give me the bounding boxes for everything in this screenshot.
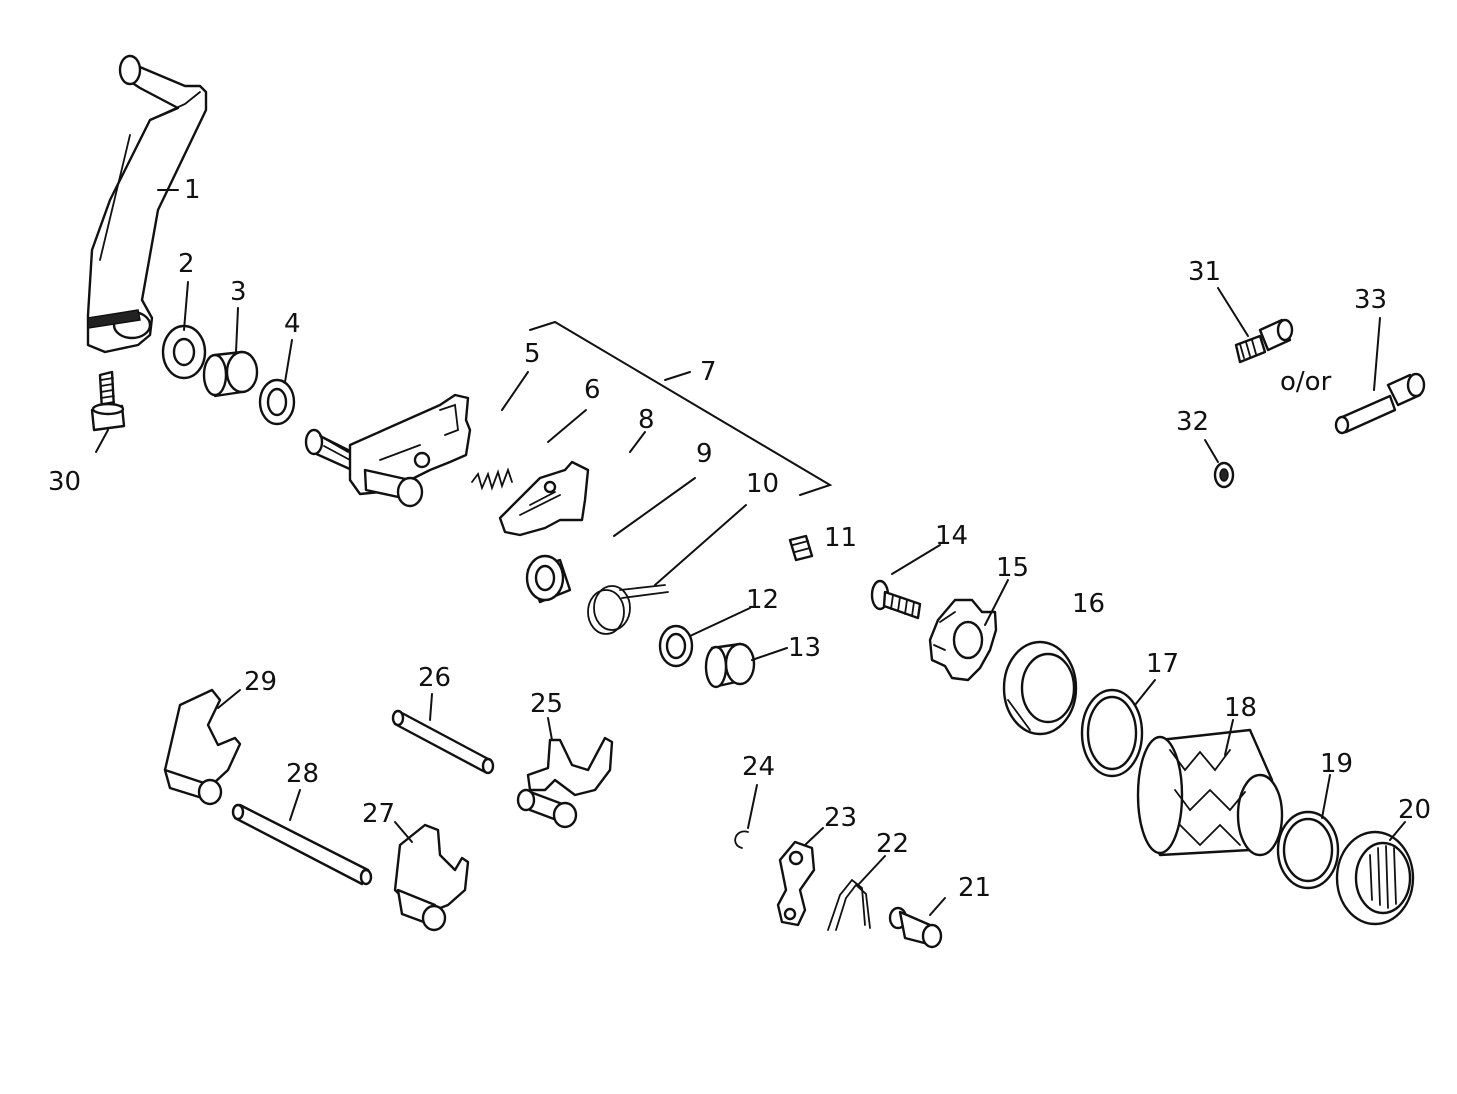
callout-9: 9 [696,439,713,469]
bolt-30 [90,370,126,432]
callout-14: 14 [935,521,968,551]
bushing-13 [704,642,756,689]
callout-28: 28 [286,759,319,789]
bushing-3 [202,350,259,398]
callout-7: 7 [700,357,717,387]
callout-5: 5 [524,339,541,369]
callout-26: 26 [418,663,451,693]
callout-17: 17 [1146,649,1179,679]
rod-26 [391,709,495,775]
torsion-spring-10 [587,584,669,635]
shift-drum-18 [1136,728,1284,857]
callout-21: 21 [958,873,991,903]
ring-17 [1080,688,1144,778]
leader-lines [95,189,1406,916]
callout-18: 18 [1224,693,1257,723]
shift-fork-27 [393,823,470,932]
callout-8: 8 [638,405,655,435]
bolt-31 [1234,318,1294,364]
callout-13: 13 [788,633,821,663]
callout-31: 31 [1188,257,1221,287]
spring-22 [827,878,871,931]
callout-4: 4 [284,309,301,339]
callout-10: 10 [746,469,779,499]
shift-fork-25 [516,736,614,829]
screw-14 [870,579,922,620]
washer-12 [658,624,694,668]
callout-2: 2 [178,249,195,279]
shift-shaft-5 [304,393,472,508]
star-wheel-15 [928,598,998,682]
callout-6: 6 [584,375,601,405]
callout-33: 33 [1354,285,1387,315]
needle-bearing-20 [1335,830,1415,926]
ratchet-plate-6 [498,460,590,537]
or-note: o/or [1280,367,1332,397]
bushing-small [525,554,572,604]
callout-32: 32 [1176,407,1209,437]
callout-30: 30 [48,467,81,497]
callout-15: 15 [996,553,1029,583]
callout-27: 27 [362,799,395,829]
callout-11: 11 [824,523,857,553]
callout-1: 1 [184,175,201,205]
shift-lever [86,54,208,354]
rod-28 [231,803,373,886]
callout-19: 19 [1320,749,1353,779]
callout-25: 25 [530,689,563,719]
callout-labels: 1 2 3 4 5 6 7 8 9 10 11 12 13 14 15 16 1… [48,175,1431,903]
bolt-11 [788,534,814,562]
shoulder-bolt-33 [1334,372,1426,435]
washer-2 [161,324,207,380]
callout-12: 12 [746,585,779,615]
washer-4 [258,378,296,426]
ring-19 [1276,810,1340,890]
callout-23: 23 [824,803,857,833]
lever-23 [776,840,816,927]
callout-24: 24 [742,752,775,782]
pin-21 [888,906,943,949]
small-spring [471,467,513,491]
washer-32 [1213,461,1235,489]
circlip-24 [734,830,749,849]
callout-16: 16 [1072,589,1105,619]
callout-3: 3 [230,277,247,307]
callout-20: 20 [1398,795,1431,825]
seal-16 [1002,640,1078,736]
callout-29: 29 [244,667,277,697]
callout-22: 22 [876,829,909,859]
shift-fork-29 [163,688,242,806]
